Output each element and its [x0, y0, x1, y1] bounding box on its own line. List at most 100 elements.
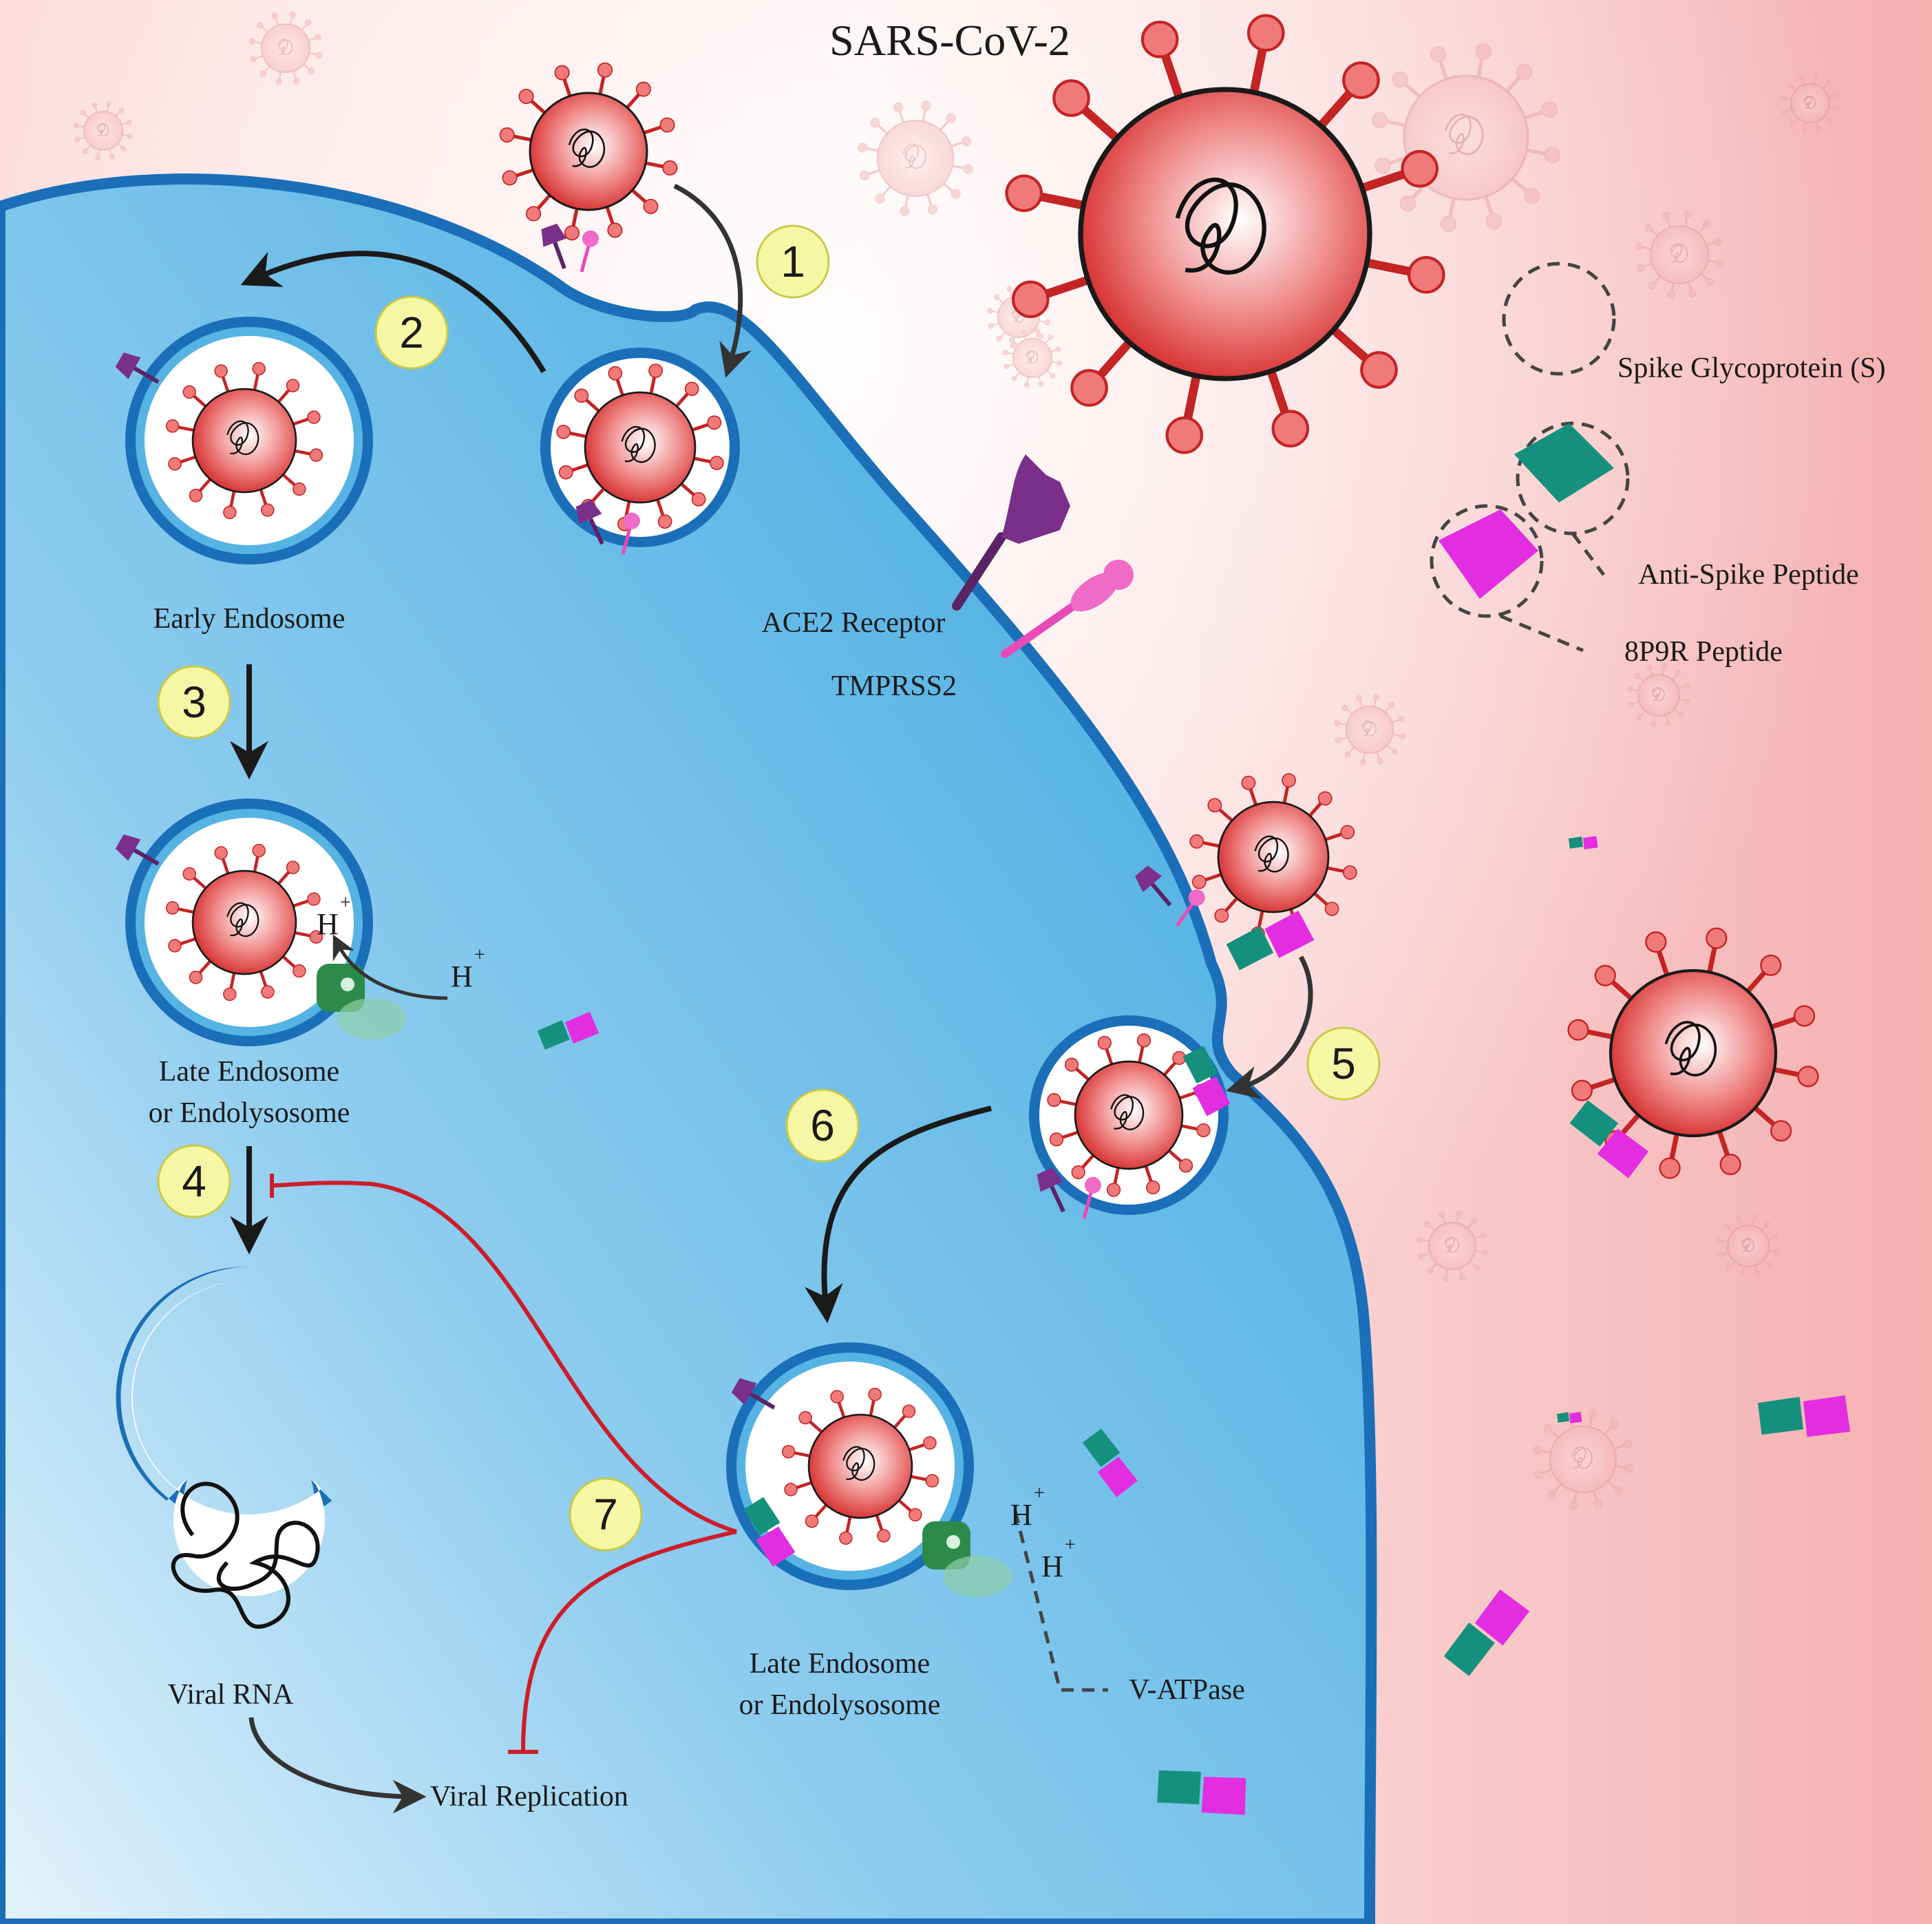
hplus-2-plus: + [474, 944, 485, 966]
step-badge-6: 6 [785, 1088, 860, 1163]
pair-on-virus [1569, 1100, 1649, 1178]
hplus-2-h: H [451, 960, 473, 993]
arrow-step-5 [1225, 955, 1313, 1099]
ace2-small-top [541, 223, 567, 270]
hplus-1-plus: + [340, 892, 351, 913]
label-late-endosome-2b: or Endolysosome [739, 1689, 941, 1721]
step-badge-7: 7 [569, 1477, 643, 1552]
background-virus-12 [1532, 1408, 1634, 1510]
background-virus-9 [1627, 664, 1690, 727]
background-virus-8 [1334, 694, 1405, 765]
ace2-small-early [115, 352, 160, 384]
step-number-2: 2 [399, 308, 424, 357]
v-atpase-2 [922, 1521, 1012, 1597]
step-badge-2: 2 [374, 295, 449, 370]
label-late-endosome-1a: Late Endosome [159, 1056, 339, 1088]
virus-entering-pit [556, 363, 724, 531]
label-viral-rna: Viral RNA [168, 1679, 295, 1711]
small-receptors [115, 223, 1205, 1410]
anti-spike-peptide [1514, 423, 1614, 503]
pair-on-pit-virus [1182, 1046, 1231, 1117]
tmprss2-small-right [1175, 889, 1205, 927]
ruptured-endosome [116, 1266, 332, 1596]
ace2-receptor [952, 454, 1070, 611]
step-badge-1: 1 [756, 224, 830, 299]
hplus-4-h: H [1041, 1550, 1063, 1583]
step-badge-4: 4 [157, 1144, 231, 1218]
label-vatpase: V-ATPase [1129, 1674, 1245, 1706]
ace2-small-pit [575, 500, 604, 545]
tmprss2 [1001, 560, 1134, 658]
background-virus-11 [1717, 1214, 1780, 1278]
tmprss2-small-top [580, 230, 599, 273]
hplus-3-plus: + [1034, 1483, 1045, 1504]
step-number-5: 5 [1331, 1039, 1356, 1088]
virus-neutralized [1567, 927, 1819, 1179]
pair-cytosol-1 [537, 1011, 599, 1050]
viral-rna-strand [171, 1481, 320, 1629]
label-early-endosome: Early Endosome [153, 603, 346, 635]
hplus-1-h: H [317, 907, 339, 941]
virus-late-endosome-2 [781, 1387, 940, 1545]
diagram-title: SARS-CoV-2 [829, 16, 1070, 65]
label-late-endosome-1b: or Endolysosome [149, 1097, 350, 1129]
large-virus [1005, 14, 1445, 454]
peptide-pairs [537, 836, 1851, 1815]
anti-spike-leader [1571, 532, 1605, 576]
step-badge-5: 5 [1306, 1026, 1381, 1101]
step-number-1: 1 [781, 237, 805, 286]
tmprss2-small-pit-2 [1082, 1176, 1101, 1219]
8p9r-peptide [1439, 509, 1538, 599]
label-late-endosome-2a: Late Endosome [750, 1648, 930, 1680]
hplus-4-plus: + [1065, 1534, 1076, 1556]
v-atpase-1 [317, 964, 406, 1039]
arrow-step-2 [240, 251, 546, 374]
arrows [230, 183, 1313, 1814]
virus-early-endosome [165, 361, 323, 520]
inhibit-replication [521, 1530, 737, 1753]
background-virus-5 [1635, 211, 1723, 299]
pair-right-membrane [1226, 910, 1315, 971]
pair-extracellular-1 [1758, 1395, 1851, 1437]
8p9r-leader [1500, 614, 1584, 653]
step-badges: 1 2 3 4 5 6 7 [157, 224, 1381, 1552]
arrow-replication [248, 1717, 427, 1814]
virus-entering-pit-2 [1047, 1033, 1211, 1197]
hplus-3-h: H [1010, 1498, 1032, 1532]
background-virus-1 [248, 11, 323, 85]
spike-highlight-circle [1502, 262, 1616, 376]
label-anti-spike: Anti-Spike Peptide [1638, 559, 1859, 591]
pair-tiny-1 [1569, 836, 1598, 849]
label-tmprss2: TMPRSS2 [831, 670, 957, 702]
label-8p9r: 8P9R Peptide [1624, 636, 1783, 668]
background-virus-10 [1416, 1210, 1488, 1282]
ace2-small-late-2 [731, 1378, 776, 1410]
inhibit-step-4 [271, 1181, 737, 1534]
ace2-small-late-1 [115, 834, 160, 866]
background-virus-2 [74, 101, 133, 160]
ace2-small-right [1135, 865, 1172, 907]
pair-cytosol-2 [1082, 1428, 1138, 1498]
pair-extracellular-3 [1443, 1589, 1530, 1676]
arrow-step-6 [804, 1106, 992, 1324]
host-cell [0, 173, 1377, 1924]
arrow-proton [332, 934, 448, 1000]
background-virus-6 [1781, 74, 1840, 133]
label-ace2: ACE2 Receptor [761, 607, 945, 639]
step-number-6: 6 [810, 1101, 835, 1150]
step-number-7: 7 [593, 1490, 618, 1539]
virus-late-endosome-1 [165, 843, 323, 1002]
pair-late-endosome-2 [743, 1497, 796, 1567]
label-spike: Spike Glycoprotein (S) [1617, 352, 1886, 384]
label-viral-replication: Viral Replication [430, 1781, 628, 1812]
pair-extracellular-2 [1157, 1770, 1246, 1815]
ace2-small-pit-2 [1037, 1167, 1065, 1213]
vatpase-leader [1013, 1510, 1108, 1692]
tmprss2-small-pit [621, 512, 640, 555]
background-virus-3 [858, 101, 973, 216]
8p9r-highlight-circle [1430, 504, 1544, 618]
virus-layer [165, 14, 1819, 1545]
step-badge-3: 3 [157, 665, 231, 739]
